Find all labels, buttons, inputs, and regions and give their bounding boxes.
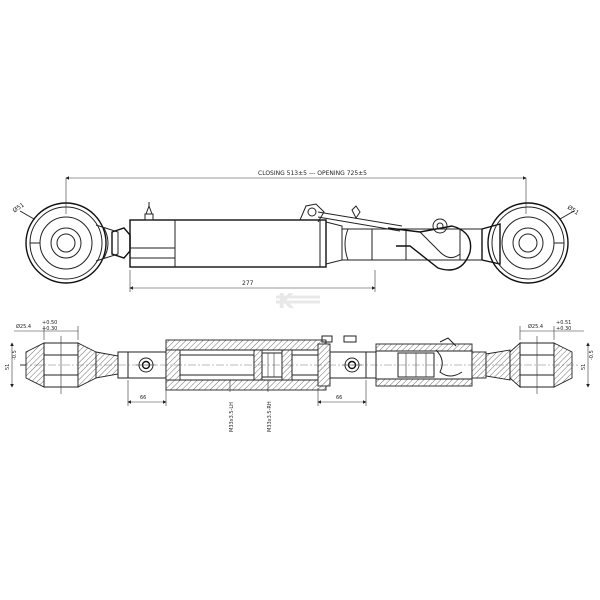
offset-dimensions: 66 66 xyxy=(127,380,367,406)
grease-nipple xyxy=(144,202,154,221)
left-eye-dim-text: Ø51 xyxy=(12,201,26,214)
thread-right-text: M33x3.5-RH xyxy=(267,401,273,432)
right-tube-section xyxy=(375,337,487,387)
left-pin-dimension: Ø25.4 +0.50 +0.30 xyxy=(14,320,79,340)
left-pin-dim-text: Ø25.4 xyxy=(16,323,31,330)
body-length-dim-text: 277 xyxy=(242,280,254,287)
right-eye-dim-text: Ø51 xyxy=(566,204,580,217)
right-eye-width-text: 51 xyxy=(581,364,587,370)
right-pin-dimension: Ø25.4 +0.51 +0.30 xyxy=(519,320,584,340)
left-offset-text: 66 xyxy=(140,395,146,401)
right-pin-tol-lower: +0.30 xyxy=(556,326,571,332)
watermark: K xyxy=(276,289,320,313)
left-pin-tol-lower: +0.30 xyxy=(42,326,57,332)
right-eye-width-tol: -0.5 xyxy=(589,350,595,360)
cylinder-body: 277 xyxy=(129,202,376,292)
left-ball-joint: Ø51 xyxy=(12,201,131,284)
overall-dimension: CLOSING 513±5 --- OPENING 725±5 xyxy=(65,170,527,214)
right-offset-text: 66 xyxy=(336,395,342,401)
right-rod xyxy=(329,335,377,379)
right-pin-tol-upper: +0.51 xyxy=(556,320,571,326)
left-eye-width-tol: -0.5 xyxy=(12,350,18,360)
top-view: CLOSING 513±5 --- OPENING 725±5 Ø51 xyxy=(12,170,580,292)
right-ball-joint: Ø51 xyxy=(481,202,580,284)
cylinder-section xyxy=(165,335,333,391)
left-pin-tol-upper: +0.50 xyxy=(42,320,57,326)
thread-callouts: M33x3.5-LH M33x3.5-RH xyxy=(229,380,273,432)
locking-latch xyxy=(299,203,403,232)
left-eye-width-dimension: 51 -0.5 xyxy=(5,342,18,388)
thread-left-text: M33x3.5-LH xyxy=(229,402,235,432)
overall-dimension-text: CLOSING 513±5 --- OPENING 725±5 xyxy=(258,170,367,177)
right-tube xyxy=(341,228,483,261)
right-pin-dim-text: Ø25.4 xyxy=(528,323,543,330)
section-view: Ø25.4 +0.50 +0.30 51 -0.5 xyxy=(5,320,595,432)
safety-hook xyxy=(387,218,472,271)
right-eye-width-dimension: 51 -0.5 xyxy=(581,342,595,388)
left-eye-width-text: 51 xyxy=(5,364,11,370)
